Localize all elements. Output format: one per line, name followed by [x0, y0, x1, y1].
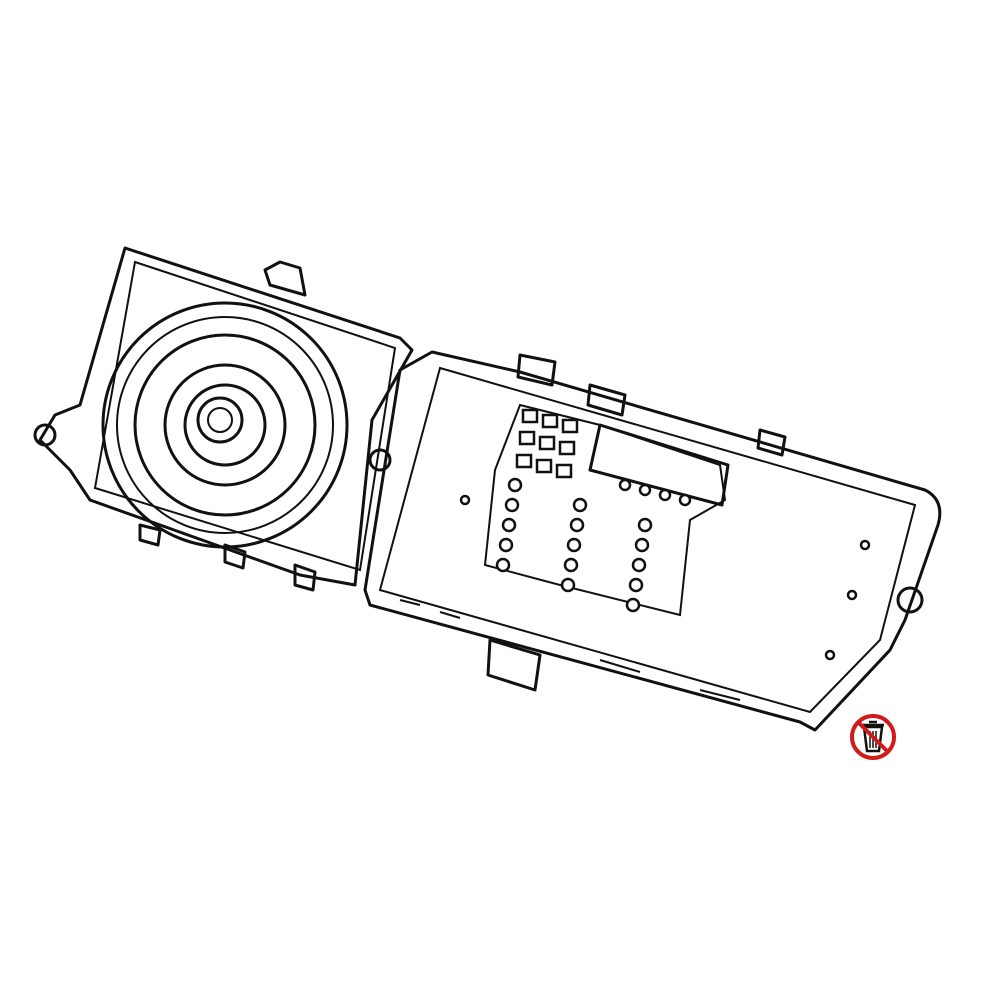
- indicator-grid: [515, 408, 579, 479]
- button-column-left: [495, 477, 523, 573]
- control-board: [363, 350, 942, 732]
- led-row: [618, 478, 692, 507]
- selector-knob: [101, 301, 349, 549]
- button-column-right: [625, 517, 653, 613]
- button-column-middle: [560, 497, 588, 593]
- knob-housing: [33, 246, 414, 592]
- no-trash-bin-icon: [850, 714, 896, 760]
